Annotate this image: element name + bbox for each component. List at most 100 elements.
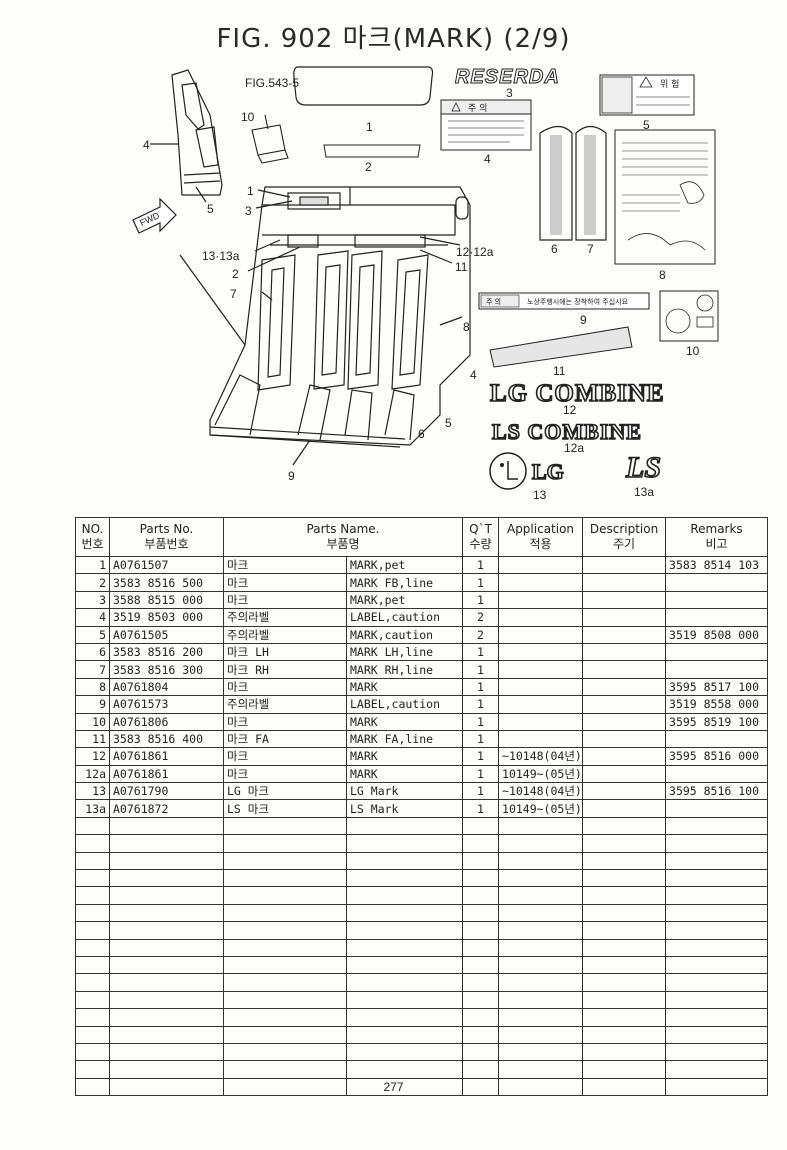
cell-application <box>498 729 584 749</box>
empty-cell <box>498 886 584 905</box>
empty-cell <box>462 955 500 975</box>
empty-table-row <box>75 1077 769 1097</box>
cell-application <box>498 573 584 592</box>
empty-cell <box>109 886 224 905</box>
empty-cell <box>345 990 464 1010</box>
lg-combine-logo: LG COMBINE <box>490 380 665 407</box>
decal-5-header: 위 험 <box>660 79 679 90</box>
parts-diagram: 4 5 FWD FIG.543-5 10 <box>132 66 719 502</box>
callout-3-header: 3 <box>245 204 252 218</box>
empty-cell <box>223 921 347 940</box>
cell-qty: 1 <box>462 573 500 592</box>
empty-cell <box>75 973 110 992</box>
empty-table-row <box>75 1060 769 1079</box>
cell-name-en: MARK RH,line <box>345 660 464 679</box>
cell-name-kr: 마크 RH <box>223 660 347 679</box>
empty-cell <box>665 1025 769 1044</box>
empty-cell <box>498 1025 584 1044</box>
empty-table-row <box>75 816 769 836</box>
empty-cell <box>498 938 584 957</box>
empty-cell <box>462 973 500 992</box>
empty-table-row <box>75 955 769 975</box>
cell-no: 9 <box>75 695 110 714</box>
cell-description <box>582 555 667 575</box>
empty-cell <box>665 1060 769 1079</box>
empty-table-row <box>75 851 769 871</box>
lg-logo: LG <box>489 452 565 490</box>
fwd-arrow-icon: FWD <box>132 197 177 234</box>
callout-4-header: 4 <box>470 368 477 382</box>
cell-qty: 1 <box>462 677 500 697</box>
empty-cell <box>498 834 584 853</box>
callout-5-left: 5 <box>207 202 214 216</box>
cell-qty: 1 <box>462 764 500 784</box>
cell-part-no: 3583 8516 300 <box>109 660 224 679</box>
cell-description <box>582 695 667 714</box>
empty-cell <box>582 1008 667 1027</box>
cell-qty: 1 <box>462 747 500 766</box>
header-no: NO.번호 <box>75 517 110 557</box>
cell-no: 8 <box>75 677 110 697</box>
empty-cell <box>498 1060 584 1079</box>
cell-description <box>582 573 667 592</box>
empty-cell <box>223 1025 347 1044</box>
empty-cell <box>498 869 584 888</box>
callout-5: 5 <box>643 118 650 132</box>
empty-cell <box>345 921 464 940</box>
empty-table-row <box>75 973 769 992</box>
cell-description <box>582 729 667 749</box>
ls-combine-logo: LS COMBINE <box>492 419 642 444</box>
empty-cell <box>109 1008 224 1027</box>
empty-cell <box>462 938 500 957</box>
empty-cell <box>75 955 110 975</box>
empty-cell <box>109 834 224 853</box>
cell-qty: 1 <box>462 729 500 749</box>
empty-cell <box>223 990 347 1010</box>
empty-cell <box>582 973 667 992</box>
callout-10: 10 <box>686 344 700 358</box>
empty-cell <box>665 990 769 1010</box>
cell-qty: 1 <box>462 799 500 818</box>
empty-cell <box>345 955 464 975</box>
callout-11-header: 11 <box>455 260 468 274</box>
callout-10-bracket: 10 <box>241 110 255 124</box>
cell-remarks: 3519 8508 000 <box>665 625 769 644</box>
cell-remarks: 3595 8516 100 <box>665 782 769 801</box>
empty-cell <box>109 903 224 923</box>
empty-cell <box>582 886 667 905</box>
empty-cell <box>75 869 110 888</box>
empty-cell <box>223 903 347 923</box>
cell-no: 13 <box>75 782 110 801</box>
header-parts-name: Parts Name.부품명 <box>222 517 464 557</box>
cell-remarks <box>665 642 769 662</box>
cell-qty: 1 <box>462 782 500 801</box>
cell-name-en: LG Mark <box>345 782 464 801</box>
empty-cell <box>498 851 584 871</box>
empty-cell <box>498 955 584 975</box>
cell-application <box>498 642 584 662</box>
cell-no: 6 <box>75 642 110 662</box>
cell-remarks <box>665 764 769 784</box>
empty-cell <box>109 816 224 836</box>
empty-cell <box>665 973 769 992</box>
cell-remarks: 3595 8517 100 <box>665 677 769 697</box>
cell-application: 10149~(05년) <box>498 764 584 784</box>
empty-cell <box>665 1042 769 1062</box>
empty-table-row <box>75 1008 769 1027</box>
empty-cell <box>109 955 224 975</box>
empty-cell <box>75 1042 110 1062</box>
empty-cell <box>665 869 769 888</box>
empty-cell <box>345 834 464 853</box>
callout-3: 3 <box>506 86 513 100</box>
empty-cell <box>498 1008 584 1027</box>
empty-cell <box>582 921 667 940</box>
empty-cell <box>582 938 667 957</box>
empty-cell <box>223 886 347 905</box>
cell-no: 2 <box>75 573 110 592</box>
empty-cell <box>665 1008 769 1027</box>
cell-name-en: MARK <box>345 677 464 697</box>
cell-name-en: MARK <box>345 712 464 731</box>
